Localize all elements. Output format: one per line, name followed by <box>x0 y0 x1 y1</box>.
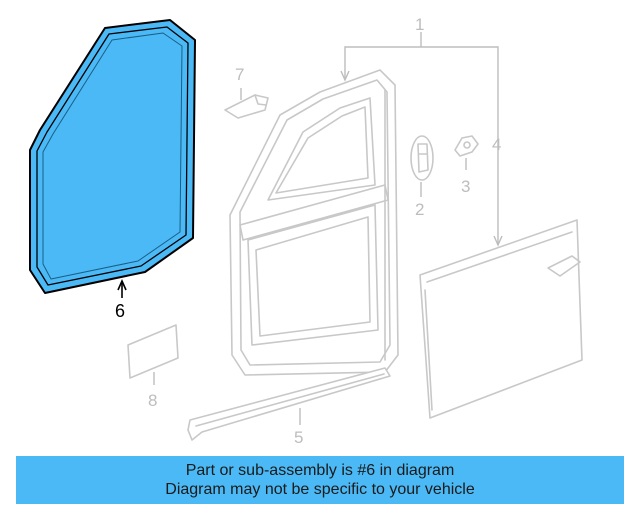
callout-2: 2 <box>415 200 424 219</box>
banner-line-2: Diagram may not be specific to your vehi… <box>165 481 475 498</box>
callout-leaders <box>153 32 503 425</box>
callout-6: 6 <box>115 301 125 321</box>
callout-8: 8 <box>148 391 157 410</box>
part-2-handle <box>410 135 434 181</box>
info-banner: Part or sub-assembly is #6 in diagram Di… <box>16 456 624 504</box>
part-7-clip <box>224 94 269 119</box>
callout-7: 7 <box>235 65 244 84</box>
door-frame <box>229 69 399 376</box>
part-8-label <box>127 324 179 379</box>
part-5-molding <box>187 367 391 441</box>
parts-diagram: 1 2 3 4 5 7 8 6 <box>29 15 583 447</box>
callout-6-leader <box>117 279 127 298</box>
part-6-weatherstrip[interactable] <box>29 19 196 294</box>
part-4-door-skin <box>419 219 583 419</box>
part-3-bracket <box>454 135 479 157</box>
callout-5: 5 <box>294 428 303 447</box>
callout-1: 1 <box>415 15 424 34</box>
callout-3: 3 <box>461 177 470 196</box>
callout-4: 4 <box>492 135 501 154</box>
banner-line-1: Part or sub-assembly is #6 in diagram <box>185 462 455 479</box>
